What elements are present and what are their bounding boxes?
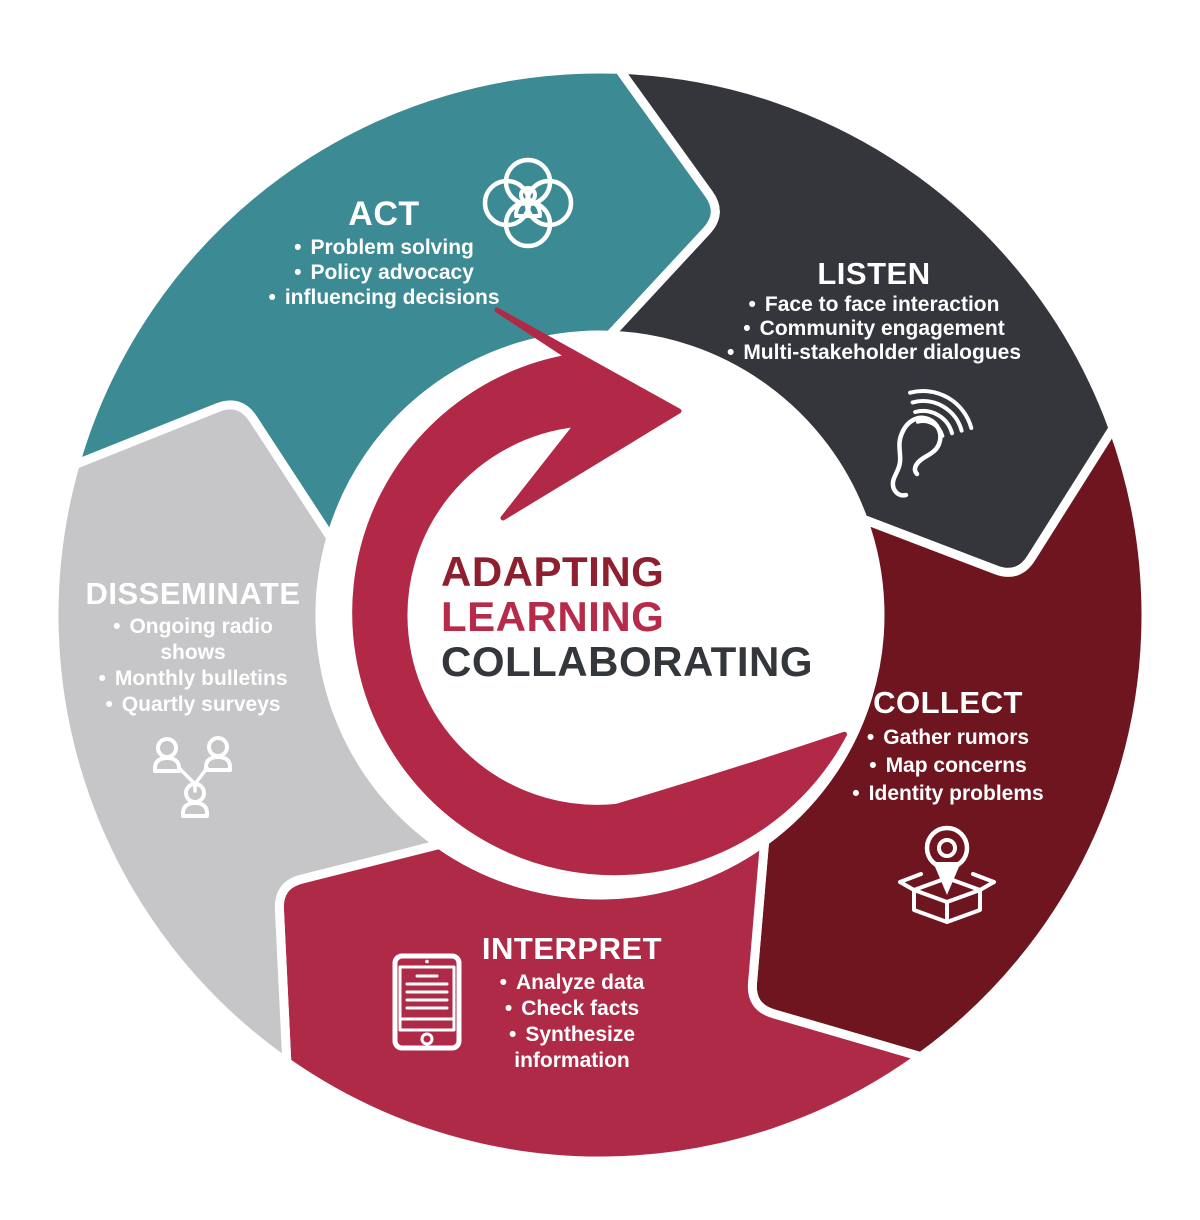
section-items-listen: Face to face interaction Community engag… bbox=[684, 293, 1064, 365]
item-label: Quartly surveys bbox=[121, 692, 281, 716]
item-label: Problem solving bbox=[310, 235, 474, 259]
list-item: Multi-stakeholder dialogues bbox=[684, 341, 1064, 365]
item-label: Map concerns bbox=[885, 753, 1027, 777]
item-label: Policy advocacy bbox=[310, 260, 474, 284]
item-label: Monthly bulletins bbox=[114, 666, 288, 690]
item-label: Community engagement bbox=[759, 316, 1005, 340]
people-network-icon bbox=[153, 736, 232, 818]
list-item: Quartly surveys bbox=[83, 692, 303, 718]
center-line-learning: LEARNING bbox=[441, 593, 665, 640]
list-item: Problem solving bbox=[224, 235, 544, 260]
segment-shape-disseminate bbox=[49, 400, 444, 1067]
section-listen: LISTEN Face to face interaction Communit… bbox=[684, 256, 1064, 365]
section-items-disseminate: Ongoing radio shows Monthly bulletins Qu… bbox=[83, 614, 303, 718]
item-label: Analyze data bbox=[515, 970, 645, 994]
list-item: Gather rumors bbox=[818, 724, 1078, 752]
tablet-document-icon bbox=[392, 953, 462, 1051]
list-item: Monthly bulletins bbox=[83, 666, 303, 692]
list-item: Identity problems bbox=[818, 780, 1078, 808]
section-interpret: INTERPRET Analyze data Check facts Synth… bbox=[467, 931, 677, 1074]
section-items-collect: Gather rumors Map concerns Identity prob… bbox=[818, 724, 1078, 808]
section-title-interpret: INTERPRET bbox=[481, 931, 663, 966]
list-item: influencing decisions bbox=[224, 285, 544, 310]
section-disseminate: DISSEMINATE Ongoing radio shows Monthly … bbox=[83, 576, 303, 718]
item-label: Multi-stakeholder dialogues bbox=[743, 340, 1022, 364]
center-line-adapting: ADAPTING bbox=[441, 548, 665, 595]
section-title-listen: LISTEN bbox=[817, 256, 931, 291]
list-item: Map concerns bbox=[818, 752, 1078, 780]
item-label: Gather rumors bbox=[883, 725, 1030, 749]
list-item: Analyze data bbox=[467, 970, 677, 996]
center-title: ADAPTING LEARNING COLLABORATING bbox=[441, 549, 861, 684]
ear-icon bbox=[890, 389, 974, 498]
item-label: Synthesize information bbox=[514, 1022, 636, 1072]
item-label: Ongoing radio shows bbox=[129, 614, 273, 664]
item-label: Identity problems bbox=[868, 781, 1044, 805]
center-line-collaborating: COLLABORATING bbox=[441, 638, 814, 685]
section-items-act: Problem solving Policy advocacy influenc… bbox=[224, 235, 544, 310]
section-collect: COLLECT Gather rumors Map concerns Ident… bbox=[818, 685, 1078, 808]
section-act: ACT Problem solving Policy advocacy infl… bbox=[224, 195, 544, 310]
section-title-disseminate: DISSEMINATE bbox=[85, 576, 301, 611]
location-pin-box-icon bbox=[898, 825, 996, 924]
collaboration-flower-icon bbox=[482, 157, 574, 249]
list-item: Policy advocacy bbox=[224, 260, 544, 285]
item-label: Check facts bbox=[521, 996, 640, 1020]
list-item: Ongoing radio shows bbox=[83, 614, 303, 666]
list-item: Face to face interaction bbox=[684, 293, 1064, 317]
list-item: Synthesize information bbox=[467, 1022, 677, 1074]
section-title-collect: COLLECT bbox=[873, 685, 1023, 720]
section-title-act: ACT bbox=[348, 195, 420, 233]
item-label: Face to face interaction bbox=[764, 292, 1000, 316]
cycle-arrow-icon bbox=[352, 307, 847, 876]
list-item: Community engagement bbox=[684, 317, 1064, 341]
list-item: Check facts bbox=[467, 996, 677, 1022]
item-label: influencing decisions bbox=[284, 285, 500, 309]
section-items-interpret: Analyze data Check facts Synthesize info… bbox=[467, 970, 677, 1074]
